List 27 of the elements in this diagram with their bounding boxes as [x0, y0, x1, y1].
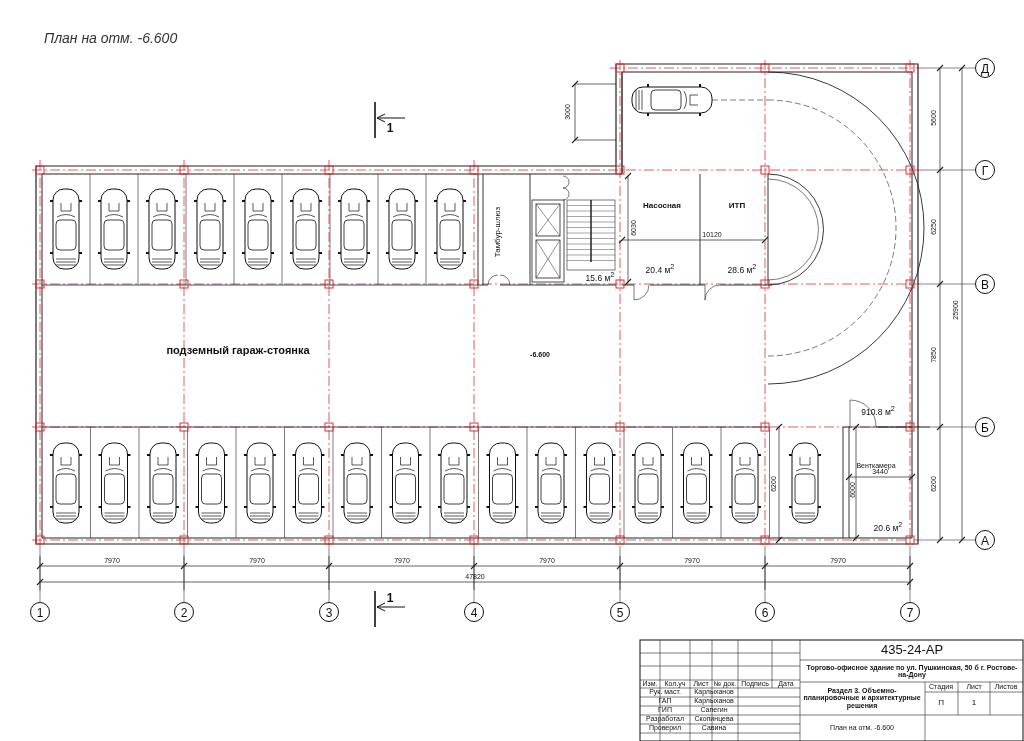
grid-axis-bubble: А [975, 530, 995, 550]
area-label: 20.6 м$^{2}$ [873, 523, 903, 533]
grid-axis-bubble: 6 [755, 602, 775, 622]
section-number: 1 [386, 121, 394, 135]
room-label: Насосная [643, 200, 681, 210]
grid-axis-bubble: В [975, 274, 995, 294]
drawing-title: План на отм. -6.600 [44, 30, 178, 46]
grid-axis-bubble: 7 [900, 602, 920, 622]
grid-axis-bubble: 5 [610, 602, 630, 622]
area-label: 28.6 м$^{2}$ [727, 265, 757, 275]
title-block-text: П [938, 698, 944, 708]
grid-axis-bubble: Б [975, 417, 995, 437]
grid-axis-bubble: 1 [30, 602, 50, 622]
title-block-text: 435-24-АР [880, 643, 944, 657]
grid-axis-bubble: 3 [319, 602, 339, 622]
grid-axis-bubble: 2 [174, 602, 194, 622]
grid-axis-bubble: 4 [464, 602, 484, 622]
area-label: 910.8 м$^{2}$ [861, 407, 895, 417]
grid-axis-bubble: Г [975, 160, 995, 180]
grid-axis-bubble: Д [975, 58, 995, 78]
area-label: 20.4 м$^{2}$ [645, 265, 675, 275]
room-label: подземный гараж-стоянка [166, 344, 310, 356]
section-number: 1 [386, 591, 394, 605]
area-label: 15.6 м$^{2}$ [585, 273, 615, 283]
room-label: Тамбур-шлюз [492, 206, 502, 258]
title-block-text: 1 [971, 698, 977, 708]
room-label: ИТП [728, 200, 746, 210]
